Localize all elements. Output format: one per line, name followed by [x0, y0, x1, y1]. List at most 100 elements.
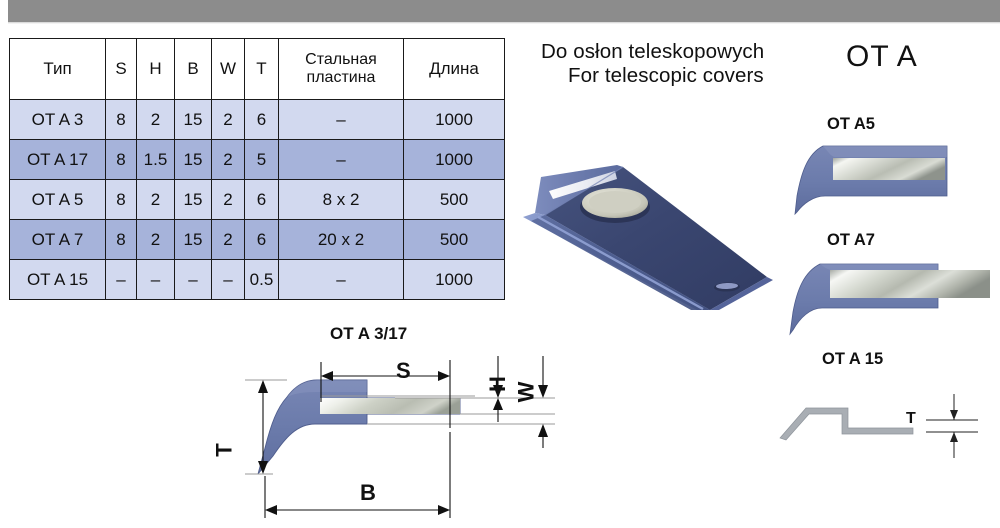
cell-b: 15 — [174, 139, 212, 180]
table-body: OT A 3 8 2 15 2 6 – 1000 OT A 17 8 1.5 1… — [9, 99, 505, 300]
dim-label-t: T — [211, 443, 237, 457]
steel-plate-header-line2: пластина — [306, 69, 376, 86]
cell-h: 2 — [136, 179, 175, 220]
dim-label-w: W — [513, 381, 539, 403]
col-header-s: S — [105, 38, 137, 100]
dim-label-s: S — [396, 358, 411, 383]
main-profile-body — [257, 379, 461, 475]
dim-arrow-up — [950, 432, 958, 442]
cell-w: 2 — [211, 139, 245, 180]
isometric-svg — [523, 165, 773, 311]
cell-s: 8 — [105, 219, 137, 260]
cell-h: 1.5 — [136, 139, 175, 180]
top-bar-shadow — [8, 22, 1000, 24]
figure-ot-a5 — [794, 140, 990, 218]
dim-label-h: H — [484, 376, 510, 392]
w-arrow-top — [538, 385, 548, 398]
cell-w: 2 — [211, 99, 245, 140]
ota15-svg — [779, 394, 978, 458]
iso-slot-inner — [716, 282, 738, 290]
cell-w: 2 — [211, 219, 245, 260]
spec-table: Тип S H B W T Стальная пластина Длина OT… — [9, 38, 505, 300]
h-arrow — [493, 385, 503, 398]
cell-plate: – — [278, 139, 404, 180]
cell-w: 2 — [211, 179, 245, 220]
dim-arrow-down — [950, 410, 958, 420]
cell-plate: 8 x 2 — [278, 179, 404, 220]
col-header-w: W — [211, 38, 245, 100]
ota5-steel-plate — [833, 158, 945, 180]
isometric-figure — [505, 125, 795, 311]
ota15-dimension-t — [926, 394, 978, 458]
cell-s: – — [105, 259, 137, 300]
cell-h: – — [136, 259, 175, 300]
cell-t: 6 — [244, 179, 279, 220]
cell-plate: – — [278, 99, 404, 140]
cell-t: 5 — [244, 139, 279, 180]
col-header-steel-plate: Стальная пластина — [278, 38, 404, 100]
cell-b: – — [174, 259, 212, 300]
cell-h: 2 — [136, 219, 175, 260]
main-drawing-svg — [245, 356, 555, 518]
table-row: OT A 3 8 2 15 2 6 – 1000 — [9, 99, 505, 140]
dimension-s — [320, 360, 451, 428]
inner-arrow-up — [493, 398, 503, 410]
ota7-svg — [789, 263, 990, 336]
iso-groove — [549, 171, 617, 199]
cell-length: 1000 — [403, 99, 505, 140]
w-arrow-bottom — [538, 424, 548, 437]
cell-t: 6 — [244, 219, 279, 260]
iso-end-cap — [710, 277, 773, 310]
cell-type: OT A 3 — [9, 99, 106, 140]
b-arrow-right — [438, 505, 450, 515]
iso-edge-line — [544, 166, 624, 216]
figure-ot-a7 — [789, 256, 995, 338]
table-row: OT A 15 – – – – 0.5 – 1000 — [9, 259, 505, 300]
cell-s: 8 — [105, 139, 137, 180]
ota5-top-highlight — [823, 146, 947, 157]
cell-length: 500 — [403, 219, 505, 260]
col-header-type: Тип — [9, 38, 106, 100]
table-row: OT A 17 8 1.5 15 2 5 – 1000 — [9, 139, 505, 180]
ota7-top-highlight — [820, 264, 938, 270]
label-ot-a-3-17: OT A 3/17 — [330, 324, 408, 343]
cell-b: 15 — [174, 219, 212, 260]
col-header-h: H — [136, 38, 175, 100]
s-arrow-left — [321, 371, 333, 381]
cell-h: 2 — [136, 99, 175, 140]
header-line-polish: Do osłon teleskopowych — [541, 40, 765, 63]
cell-length: 1000 — [403, 259, 505, 300]
dim-label-b: B — [360, 480, 376, 505]
header-line-english: For telescopic covers — [568, 64, 764, 87]
table-row: OT A 7 8 2 15 2 6 20 x 2 500 — [9, 219, 505, 260]
ota7-steel-plate — [830, 270, 990, 298]
iso-hole-inner — [589, 191, 641, 213]
figure-main-dimensioned — [225, 352, 570, 528]
cell-t: 0.5 — [244, 259, 279, 300]
label-ot-a5: OT A5 — [827, 115, 875, 133]
b-arrow-left — [265, 505, 277, 515]
col-header-length: Длина — [403, 38, 505, 100]
s-arrow-right — [438, 371, 450, 381]
t-arrow-down — [258, 461, 268, 474]
cell-w: – — [211, 259, 245, 300]
col-header-t: T — [244, 38, 279, 100]
cell-type: OT A 5 — [9, 179, 106, 220]
figure-ot-a15 — [778, 390, 998, 460]
cell-t: 6 — [244, 99, 279, 140]
main-steel-plate — [320, 398, 460, 414]
cell-length: 500 — [403, 179, 505, 220]
ota5-svg — [794, 145, 948, 216]
cell-plate: – — [278, 259, 404, 300]
main-top-highlight — [287, 380, 367, 397]
cell-b: 15 — [174, 179, 212, 220]
ota15-strip — [779, 407, 914, 441]
steel-plate-header-line1: Стальная — [305, 50, 377, 68]
table-row: OT A 5 8 2 15 2 6 8 x 2 500 — [9, 179, 505, 220]
label-ot-a15: OT A 15 — [822, 350, 884, 368]
dimension-b — [264, 432, 451, 518]
cell-s: 8 — [105, 99, 137, 140]
spec-table-wrapper: Тип S H B W T Стальная пластина Длина OT… — [9, 38, 505, 300]
cell-type: OT A 15 — [9, 259, 106, 300]
